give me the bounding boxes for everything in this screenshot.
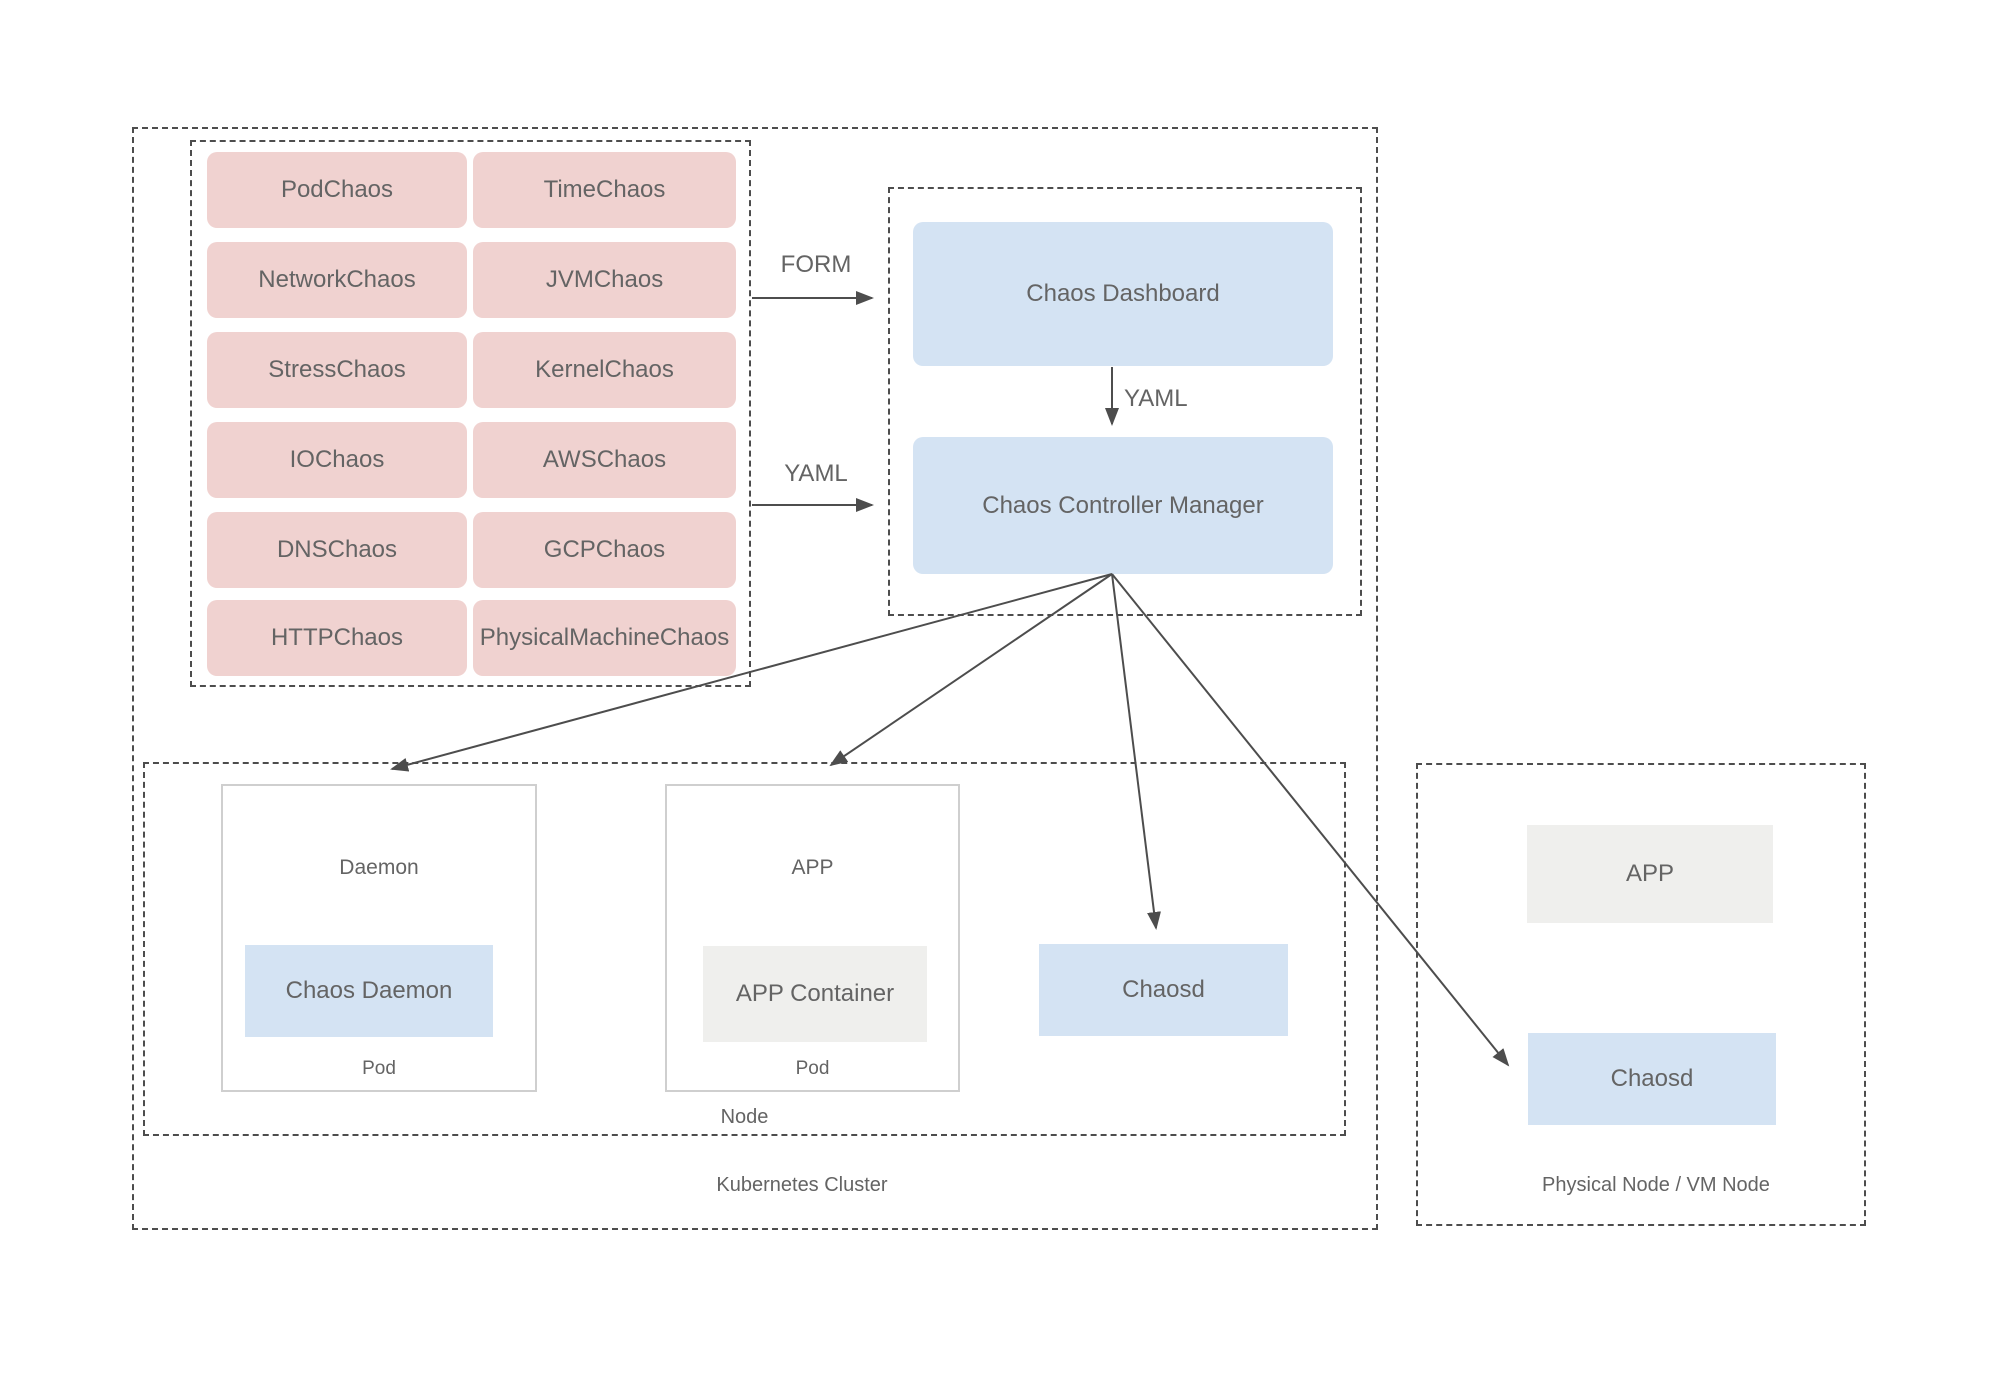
chaos-type-physicalmachinechaos: PhysicalMachineChaos (473, 600, 736, 676)
form-flow-label: FORM (780, 251, 852, 278)
app-pod-box: APP APP Container Pod (665, 784, 960, 1092)
physical-chaosd-box: Chaosd (1528, 1033, 1776, 1125)
yaml-flow-label: YAML (784, 460, 848, 487)
physical-node-label: Physical Node / VM Node (1542, 1173, 1770, 1196)
chaos-dashboard-box: Chaos Dashboard (913, 222, 1333, 366)
chaos-type-kernelchaos: KernelChaos (473, 332, 736, 408)
yaml-between-label: YAML (1124, 385, 1188, 412)
app-pod-caption: Pod (795, 1058, 830, 1079)
chaos-types-group-box: PodChaos TimeChaos NetworkChaos JVMChaos… (190, 140, 751, 687)
chaos-type-iochaos: IOChaos (207, 422, 467, 498)
chaos-type-dnschaos: DNSChaos (207, 512, 467, 588)
kubernetes-cluster-label: Kubernetes Cluster (716, 1173, 888, 1196)
node-label: Node (720, 1105, 769, 1128)
daemon-pod-caption: Pod (362, 1058, 396, 1079)
chaos-daemon-box: Chaos Daemon (245, 945, 493, 1037)
chaos-type-podchaos: PodChaos (207, 152, 467, 228)
chaos-type-networkchaos: NetworkChaos (207, 242, 467, 318)
app-container-box: APP Container (703, 946, 927, 1042)
physical-app-box: APP (1527, 825, 1773, 923)
app-pod-title: APP (791, 856, 834, 879)
daemon-pod-title: Daemon (339, 856, 419, 879)
chaos-type-jvmchaos: JVMChaos (473, 242, 736, 318)
chaos-type-gcpchaos: GCPChaos (473, 512, 736, 588)
chaosd-node-box: Chaosd (1039, 944, 1288, 1036)
daemon-pod-box: Daemon Chaos Daemon Pod (221, 784, 537, 1092)
chaos-type-awschaos: AWSChaos (473, 422, 736, 498)
chaos-type-timechaos: TimeChaos (473, 152, 736, 228)
chaos-type-stresschaos: StressChaos (207, 332, 467, 408)
chaos-type-httpchaos: HTTPChaos (207, 600, 467, 676)
chaos-controller-manager-box: Chaos Controller Manager (913, 437, 1333, 574)
